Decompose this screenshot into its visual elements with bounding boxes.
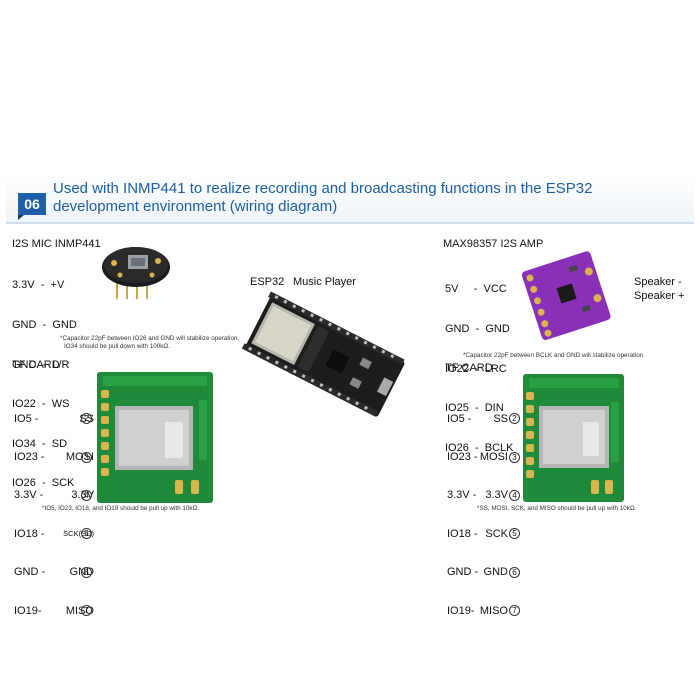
tf-right-title: TF CARD (445, 362, 493, 374)
tf-left-pin-numbers: 2 3 4 5 6 7 (81, 387, 92, 630)
tf-left-note: *IO5, IO23, IO18, and IO19 should be pul… (42, 505, 199, 512)
pin-number-badge: 2 (81, 413, 92, 425)
speaker-minus-label: Speaker - (634, 276, 682, 288)
mic-note: *Capacitor 22pF between IO26 and GND wil… (60, 335, 239, 351)
tf-card-module-left-image (97, 372, 213, 503)
mic-note-line: *Capacitor 22pF between IO26 and GND wil… (60, 335, 240, 342)
tf-right-card-pin: GND (483, 566, 508, 579)
pin-number-badge: 6 (81, 566, 92, 578)
mic-pin: IO34 - SD (12, 437, 68, 450)
tf-left-esp-pin: 3.3V - (14, 489, 44, 502)
max98357-amp-image (521, 251, 611, 340)
tf-left-title: TF CARD (12, 359, 60, 371)
tf-right-card-pin: SS (493, 412, 508, 425)
mic-pin: IO22 - WS (12, 398, 70, 411)
amp-pin: IO25 - DIN (445, 402, 504, 415)
amp-title: MAX98357 I2S AMP (443, 238, 544, 250)
amp-pin-list: 5V - VCC GND - GND IO22 - LRC IO25 - DIN… (445, 257, 513, 468)
tf-left-card-pin: SCK(SD) (63, 528, 94, 538)
mic-pin-list: 3.3V - +V GND - GND GND - L/R IO22 - WS … (12, 253, 77, 504)
music-player-label: Music Player (293, 276, 356, 288)
mic-pin: 3.3V - +V (12, 279, 65, 292)
tf-left-esp-pin: IO23 - (14, 450, 45, 463)
pin-number-badge: 7 (81, 605, 92, 617)
section-badge: 06 (18, 193, 46, 220)
tf-right-card-pin: SCK (485, 527, 508, 540)
tf-right-esp-pin: IO19- (447, 604, 475, 617)
mic-pin: GND - L/R (12, 358, 70, 371)
mic-pin: IO26 - SCK (12, 477, 75, 490)
tf-right-card-pin: MOSI (479, 450, 508, 463)
pin-number-badge: 7 (509, 605, 520, 617)
mic-title: I2S MIC INMP441 (12, 238, 101, 250)
tf-right-esp-pin: 3.3V - (447, 489, 477, 502)
pin-number-badge: 5 (509, 528, 520, 540)
tf-right-card-pin: 3.3V (485, 489, 508, 502)
tf-left-esp-pin: IO5 - (14, 412, 39, 425)
amp-note: *Capacitor 22pF between BCLK and GND wil… (463, 352, 646, 359)
inmp441-mic-image (102, 247, 170, 299)
section-title: Used with INMP441 to realize recording a… (53, 180, 653, 216)
tf-right-esp-pin: IO23 - (447, 450, 478, 463)
amp-pin: 5V - VCC (445, 283, 507, 296)
mic-note-line: IO34 should be pull down with 100kΩ. (64, 343, 170, 350)
esp32-board-image (241, 291, 405, 417)
amp-pin: GND - GND (445, 323, 510, 336)
tf-right-note: *SS, MOSI, SCK, and MISO should be pull … (477, 505, 637, 512)
title-line-2: development environment (wiring diagram) (53, 198, 338, 215)
tf-left-esp-pin: IO19- (14, 604, 42, 617)
section-header (6, 175, 694, 223)
tf-right-esp-pin: GND - (447, 566, 479, 579)
speaker-plus-label: Speaker + (634, 290, 685, 302)
tf-right-esp-pin: IO5 - (447, 412, 472, 425)
pin-number-badge: 4 (509, 489, 520, 501)
pin-number-badge: 3 (81, 451, 92, 463)
tf-left-esp-pin: GND - (14, 566, 46, 579)
amp-pin: IO26 - BCLK (445, 441, 514, 454)
tf-right-esp-pin: IO18 - (447, 527, 478, 540)
pin-number-badge: 3 (509, 451, 520, 463)
tf-right-pin-numbers: 2 3 4 5 6 7 (509, 387, 520, 630)
amp-pin: IO22 - LRC (445, 362, 507, 375)
tf-left-esp-pins: IO5 - IO23 - 3.3V - IO18 - GND - IO19- (14, 387, 45, 630)
tf-card-module-right-image (523, 374, 624, 502)
pin-number-badge: 5 (81, 528, 92, 540)
tf-right-card-pins: SS MOSI 3.3V SCK GND MISO (472, 387, 508, 630)
title-line-1: Used with INMP441 to realize recording a… (53, 180, 593, 197)
tf-right-card-pin: MISO (479, 604, 508, 617)
tf-left-esp-pin: IO18 - (14, 527, 45, 540)
esp32-label: ESP32 (250, 276, 285, 288)
pin-number-badge: 6 (509, 566, 520, 578)
mic-pin: GND - GND (12, 319, 77, 332)
tf-right-esp-pins: IO5 - IO23 - 3.3V - IO18 - GND - IO19- (447, 387, 478, 630)
pin-number-badge: 2 (509, 413, 520, 425)
pin-number-badge: 4 (81, 489, 92, 501)
header-divider (6, 222, 694, 224)
